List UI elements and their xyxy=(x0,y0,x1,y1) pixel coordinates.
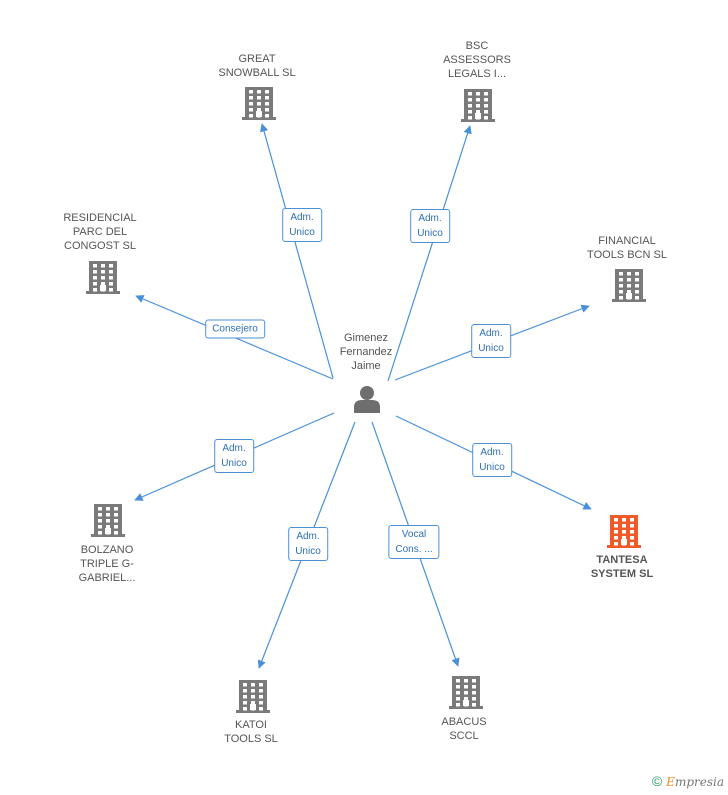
company-label-bsc[interactable]: BSC ASSESSORS LEGALS I... xyxy=(443,40,511,80)
company-label-financial[interactable]: FINANCIAL TOOLS BCN SL xyxy=(587,235,667,261)
building-icon-financial[interactable] xyxy=(612,269,646,302)
copyright-symbol: © xyxy=(651,773,663,789)
edge-role-label-financial[interactable]: Adm. Unico xyxy=(471,324,511,358)
person-icon[interactable] xyxy=(354,386,380,413)
edge-role-label-bolzano[interactable]: Adm. Unico xyxy=(214,439,254,473)
company-label-residencial[interactable]: RESIDENCIAL PARC DEL CONGOST SL xyxy=(63,212,137,252)
company-label-katoi[interactable]: KATOI TOOLS SL xyxy=(224,719,278,745)
building-icon-katoi[interactable] xyxy=(236,680,270,713)
brand-initial: E xyxy=(666,775,675,789)
company-label-tantesa[interactable]: TANTESA SYSTEM SL xyxy=(590,554,654,580)
footer-brand: ©Empresia xyxy=(652,773,724,789)
edge-role-label-great[interactable]: Adm. Unico xyxy=(282,208,322,242)
building-icon-great[interactable] xyxy=(242,87,276,120)
center-person-label[interactable]: Gimenez Fernandez Jaime xyxy=(339,332,393,372)
nodes-layer xyxy=(86,87,646,713)
edge-role-label-bsc[interactable]: Adm. Unico xyxy=(410,209,450,243)
building-icon-bsc[interactable] xyxy=(461,89,495,122)
edge-role-label-abacus[interactable]: Vocal Cons. ... xyxy=(388,525,440,559)
building-icon-residencial[interactable] xyxy=(86,261,120,294)
edge-to-great xyxy=(259,123,334,379)
edge-role-label-tantesa[interactable]: Adm. Unico xyxy=(472,443,512,477)
company-label-abacus[interactable]: ABACUS SCCL xyxy=(441,716,487,742)
building-icon-tantesa[interactable] xyxy=(607,515,641,548)
company-label-great[interactable]: GREAT SNOWBALL SL xyxy=(218,53,296,79)
brand-name: mpresia xyxy=(674,775,724,789)
edge-role-label-residencial[interactable]: Consejero xyxy=(205,319,265,339)
building-icon-bolzano[interactable] xyxy=(91,504,125,537)
edge-to-bsc xyxy=(387,125,472,382)
edge-role-label-katoi[interactable]: Adm. Unico xyxy=(288,527,328,561)
company-label-bolzano[interactable]: BOLZANO TRIPLE G- GABRIEL... xyxy=(78,544,136,584)
building-icon-abacus[interactable] xyxy=(449,676,483,709)
